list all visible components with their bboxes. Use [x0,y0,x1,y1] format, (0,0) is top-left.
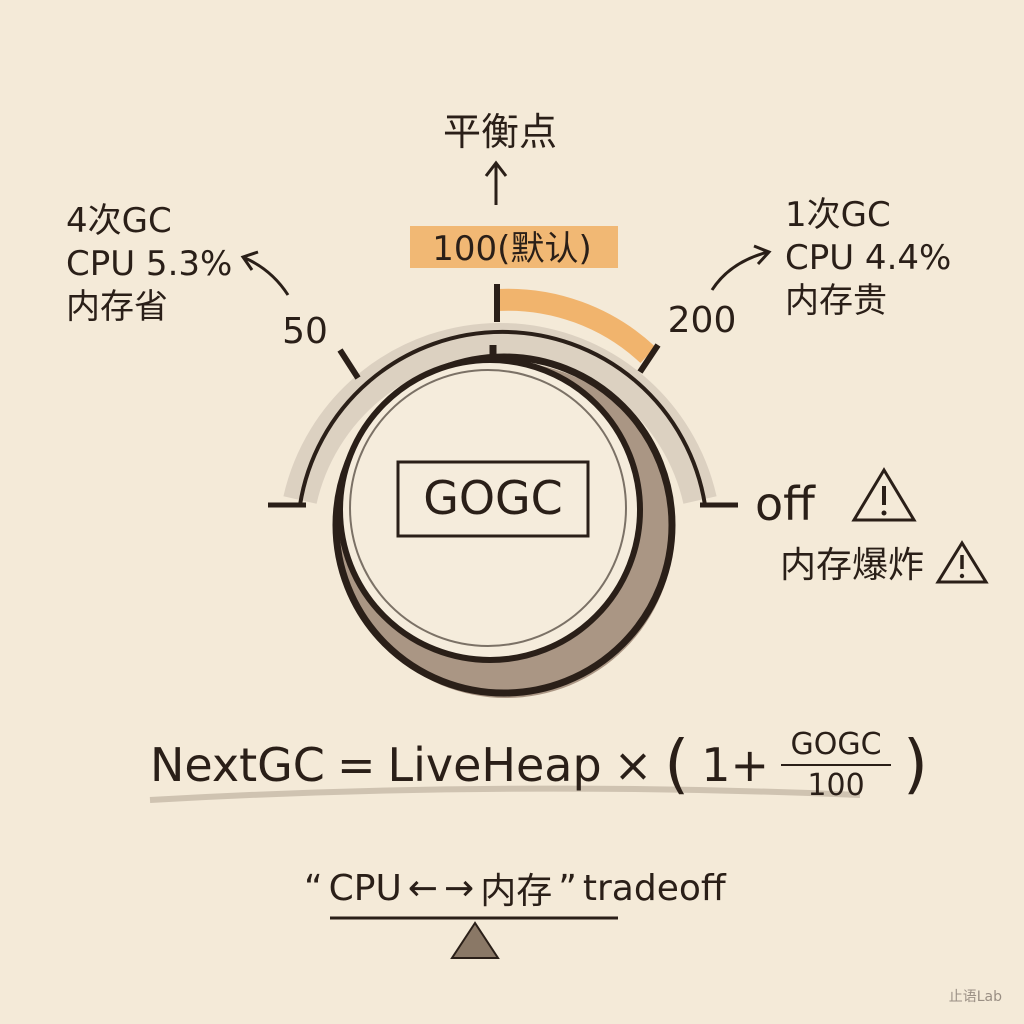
tradeoff-memory: 内存 [480,871,553,912]
gogc-label: GOGC [423,471,563,525]
equation-equals: = [336,738,376,792]
equation-one-plus: 1+ [701,738,770,792]
right-annotation-line: 1次GC [785,195,891,235]
tradeoff-open-quote: “ [304,867,323,909]
left-annotation-line: 内存省 [66,287,168,328]
balance-label: 平衡点 [443,110,557,154]
left-annotation-arrowhead [240,250,259,271]
right-annotation-arrowhead [753,244,772,266]
tick-label-200: 200 [668,300,737,341]
tradeoff-close-quote: ” [558,867,577,909]
equation-underline [149,785,861,803]
equation-lhs: NextGC [150,738,325,792]
tradeoff-cpu: CPU [328,867,402,909]
gogc-label-box [396,460,590,538]
warning-icon [851,467,917,522]
dial-arc [298,330,707,506]
right-annotation-line: 内存贵 [785,281,887,322]
equation-times: × [613,738,653,792]
fulcrum-icon [450,921,500,959]
knob-outer-ring [332,353,676,697]
warning-icon [935,540,989,584]
fraction-denominator: 100 [807,768,865,803]
nextgc-equation: NextGC = LiveHeap × ( 1+ GOGC 100 ) [150,720,928,810]
tick-label-50: 50 [282,311,328,352]
left-annotation-line: 4次GC [66,201,172,241]
left-annotation-arrow [244,256,290,296]
fraction-bar [781,764,892,766]
tick-label-off: off [755,477,816,531]
right-annotation: 1次GC CPU 4.4% 内存贵 [785,195,952,325]
default-highlight [410,226,618,268]
knob-inner-ring [349,369,627,647]
right-arrow-icon: → [444,867,475,909]
tick-200 [637,343,661,374]
balance-arrow-head [484,160,508,177]
equation-close-paren: ) [903,728,928,802]
equation-open-paren: ( [664,728,690,802]
arc-shading [283,323,717,504]
tradeoff-word: tradeoff [582,867,726,909]
tick-50 [337,348,361,380]
fraction-numerator: GOGC [790,727,882,762]
right-annotation-arrow [710,250,769,291]
default-label: 100(默认) [432,229,591,269]
equation-term: LiveHeap [387,738,602,792]
watermark: 止语Lab [948,989,1002,1005]
equation-fraction: GOGC 100 [781,727,892,803]
off-warning-label: 内存爆炸 [780,545,925,586]
arc-highlight [496,288,656,364]
left-annotation-line: CPU 5.3% [66,244,233,285]
tradeoff-caption: “ CPU ← → 内存 ” tradeoff [304,862,726,914]
right-annotation-line: CPU 4.4% [785,238,952,279]
left-arrow-icon: ← [407,867,439,909]
left-annotation: 4次GC CPU 5.3% 内存省 [66,201,233,331]
